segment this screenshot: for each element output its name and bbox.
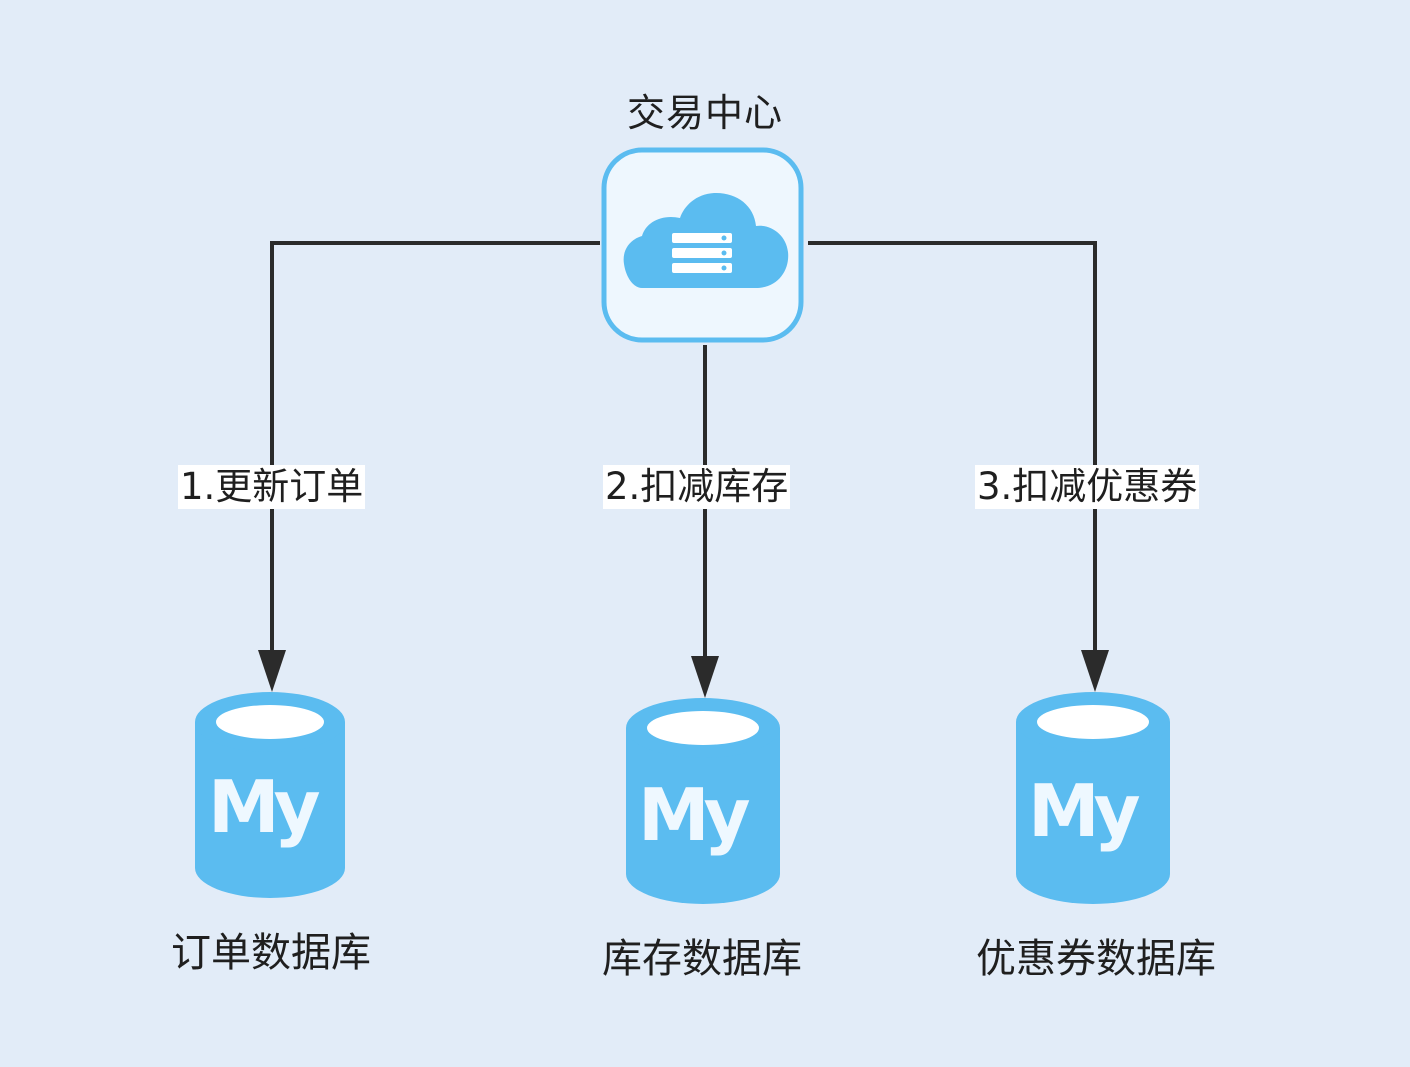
trade-center-node[interactable] <box>601 147 804 343</box>
arrowhead-inventory <box>691 656 719 698</box>
mysql-logo-text: My <box>1028 769 1140 853</box>
mysql-database-icon: My <box>626 698 780 904</box>
database-inventory[interactable]: My <box>626 698 780 904</box>
database-label-coupon: 优惠券数据库 <box>976 936 1216 982</box>
database-coupon[interactable]: My <box>1016 692 1170 904</box>
cloud-server-icon <box>623 192 789 288</box>
database-label-order: 订单数据库 <box>171 930 371 976</box>
mysql-database-icon: My <box>195 692 345 898</box>
arrowheads <box>258 650 1109 698</box>
edge-line-order <box>270 241 600 660</box>
edge-line-coupon <box>808 241 1097 660</box>
database-label-inventory: 库存数据库 <box>602 936 802 982</box>
arrowhead-coupon <box>1081 650 1109 692</box>
arrowhead-order <box>258 650 286 692</box>
mysql-logo-text: My <box>208 765 320 849</box>
edge-label-deduct-coupon: 3.扣减优惠券 <box>975 465 1200 509</box>
database-order[interactable]: My <box>195 692 345 898</box>
trade-center-title: 交易中心 <box>626 91 783 135</box>
mysql-logo-text: My <box>638 773 750 857</box>
edge-label-deduct-inventory: 2.扣减库存 <box>603 465 791 509</box>
edge-label-update-order: 1.更新订单 <box>178 465 366 509</box>
mysql-database-icon: My <box>1016 692 1170 904</box>
